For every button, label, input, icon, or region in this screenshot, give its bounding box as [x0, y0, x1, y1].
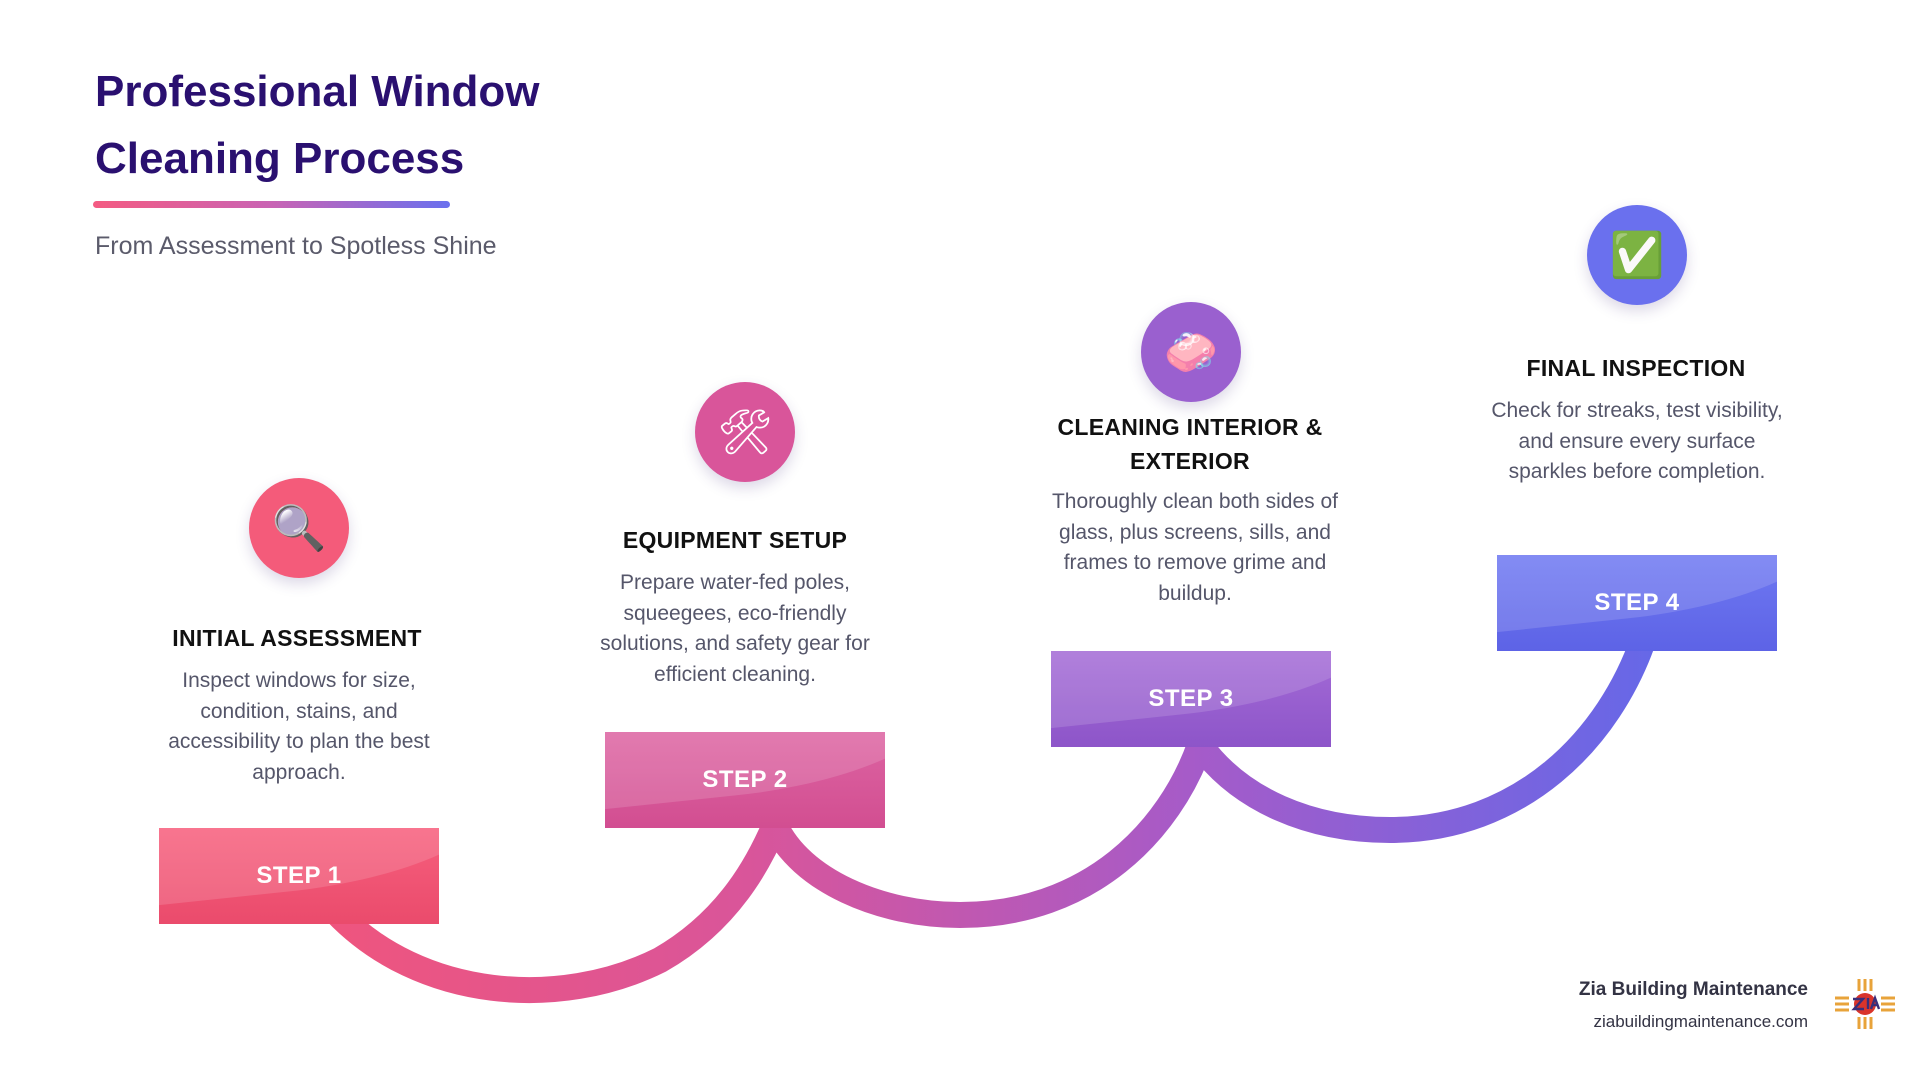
check-mark-button-icon: ✅: [1609, 230, 1665, 281]
step-4-heading: FINAL INSPECTION: [1526, 355, 1746, 381]
title-line-1: Professional Window: [95, 67, 540, 116]
step-1-label: STEP 1: [256, 862, 342, 889]
subtitle: From Assessment to Spotless Shine: [95, 232, 497, 260]
step-2-heading: EQUIPMENT SETUP: [622, 527, 848, 553]
step-1-heading: INITIAL ASSESSMENT: [172, 625, 422, 651]
step-4-description: Check for streaks, test visibility, and …: [1491, 399, 1783, 483]
step-2-box: STEP 2: [605, 732, 885, 828]
step-4-icon: ✅: [1587, 205, 1687, 305]
step-1-box: STEP 1: [159, 828, 439, 924]
step-4-box: STEP 4: [1497, 555, 1777, 651]
soap-icon: 🧼: [1163, 327, 1219, 378]
step-3-heading: CLEANING INTERIOR & EXTERIOR: [1057, 414, 1323, 474]
step-1-description: Inspect windows for size, condition, sta…: [168, 669, 430, 784]
step-2-description: Prepare water-fed poles, squeegees, eco-…: [600, 571, 870, 686]
magnifying-glass-icon: 🔍: [271, 503, 327, 554]
step-3-box: STEP 3: [1051, 651, 1331, 747]
company-website: ziabuildingmaintenance.com: [1593, 1012, 1808, 1031]
company-name: Zia Building Maintenance: [1578, 979, 1808, 1000]
title-underline: [93, 201, 450, 208]
hammer-and-wrench-icon: 🛠: [717, 407, 773, 458]
step-2-label: STEP 2: [702, 766, 788, 793]
connecting-path-stroke: [323, 622, 1658, 1004]
step-4-label: STEP 4: [1594, 589, 1680, 616]
step-1-icon: 🔍: [249, 478, 349, 578]
step-3-label: STEP 3: [1148, 685, 1234, 712]
title-line-2: Cleaning Process: [95, 134, 465, 183]
step-3-icon: 🧼: [1141, 302, 1241, 402]
step-2-icon: 🛠: [695, 382, 795, 482]
zia-sun-logo-icon: [1835, 979, 1895, 1029]
step-3-description: Thoroughly clean both sides of glass, pl…: [1051, 490, 1338, 605]
